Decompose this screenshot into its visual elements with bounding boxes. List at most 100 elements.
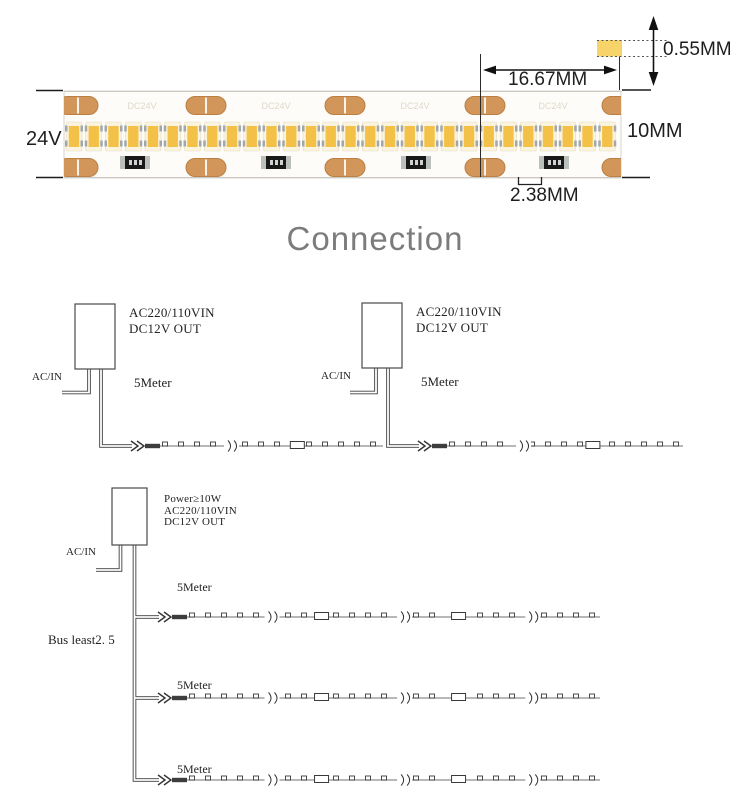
led-height-arrow-icon [648, 16, 659, 86]
led-dot [205, 775, 211, 781]
led-dot [413, 693, 419, 699]
solder-pad [464, 158, 506, 177]
led-dot [205, 693, 211, 699]
strip-start-arrow-icon [157, 692, 173, 704]
strip-break-icon [519, 440, 530, 452]
led-dot [493, 612, 499, 618]
psu1-output-wire [99, 368, 132, 448]
led-dot [509, 775, 515, 781]
strip-connector [289, 441, 305, 449]
led-dot [301, 775, 307, 781]
led-dot [162, 441, 168, 447]
led-dot [429, 693, 435, 699]
strip-break-icon [528, 692, 539, 704]
strip-break-icon [400, 692, 411, 704]
strip-break-icon [528, 611, 539, 623]
led-dot [349, 775, 355, 781]
led-dot [365, 775, 371, 781]
psu3-spec-text: Power≥10W AC220/110VIN DC12V OUT [164, 493, 237, 529]
led-dot [497, 441, 503, 447]
solder-pad [464, 96, 506, 115]
led-strip-run [157, 610, 600, 624]
led-chip [262, 121, 281, 152]
resistor [261, 156, 291, 169]
branch2-length-label: 5Meter [177, 678, 212, 692]
pitch-bracket [517, 177, 543, 186]
led-dot [541, 693, 547, 699]
psu1-spec-text: AC220/110VIN DC12V OUT [129, 305, 215, 337]
led-dot [253, 612, 259, 618]
led-dot [557, 612, 563, 618]
solder-pad [64, 96, 99, 115]
led-dot [381, 612, 387, 618]
led-dot [253, 775, 259, 781]
led-dot [349, 693, 355, 699]
led-dot [429, 775, 435, 781]
led-dot [573, 693, 579, 699]
led-dot [370, 441, 376, 447]
led-height-dim-label: 0.55MM [663, 39, 732, 60]
led-dot [557, 693, 563, 699]
led-dot [657, 441, 663, 447]
strip-break-icon [400, 611, 411, 623]
led-chip [598, 121, 617, 152]
led-chip [144, 121, 162, 152]
strip-runs [130, 439, 683, 787]
led-dot [493, 775, 499, 781]
led-dot [285, 775, 291, 781]
led-chip [321, 121, 340, 152]
psu2-length-label: 5Meter [421, 374, 459, 389]
led-dot [589, 693, 595, 699]
led-dot [285, 612, 291, 618]
led-dot [557, 775, 563, 781]
voltage-label: 24V [26, 128, 62, 150]
psu1-spec-line1: AC220/110VIN [129, 305, 215, 320]
led-dot [306, 441, 312, 447]
led-dot [545, 441, 551, 447]
led-chip [539, 121, 557, 152]
led-dot [481, 441, 487, 447]
led-chip [519, 121, 538, 152]
psu3-spec-line2: AC220/110VIN [164, 504, 237, 517]
led-dot [541, 775, 547, 781]
strip-connector [314, 775, 330, 783]
strip-start-arrow-icon [130, 440, 146, 452]
bus-wire [132, 545, 159, 782]
strip-connector [451, 693, 467, 701]
led-dot [189, 612, 195, 618]
led-dot [625, 441, 631, 447]
psu2-spec-line1: AC220/110VIN [416, 304, 502, 319]
led-dot [221, 612, 227, 618]
led-dot [333, 775, 339, 781]
led-dot [365, 612, 371, 618]
led-dot [210, 441, 216, 447]
led-chip [183, 121, 202, 152]
solder-pad [185, 96, 227, 115]
led-dot [237, 612, 243, 618]
led-dot [413, 612, 419, 618]
led-chip [460, 121, 478, 152]
psu2-spec-text: AC220/110VIN DC12V OUT [416, 304, 502, 336]
led-dot [509, 693, 515, 699]
led-dot [354, 441, 360, 447]
led-chip [124, 121, 143, 152]
led-dot [205, 612, 211, 618]
led-dot [338, 441, 344, 447]
psu2-box [361, 302, 403, 369]
solder-pad [324, 96, 366, 115]
led-dot [221, 693, 227, 699]
led-dot [589, 612, 595, 618]
led-chip [420, 121, 439, 152]
led-dot [301, 693, 307, 699]
led-dot [349, 612, 355, 618]
led-dot [465, 441, 471, 447]
strip-connector [451, 612, 467, 620]
led-chip [302, 121, 320, 152]
led-dot [178, 441, 184, 447]
led-dot [322, 441, 328, 447]
led-dot [274, 441, 280, 447]
psu3-ac-in-label: AC/IN [66, 546, 96, 558]
led-dot [577, 441, 583, 447]
led-chip [282, 121, 301, 152]
led-chip [104, 121, 123, 152]
